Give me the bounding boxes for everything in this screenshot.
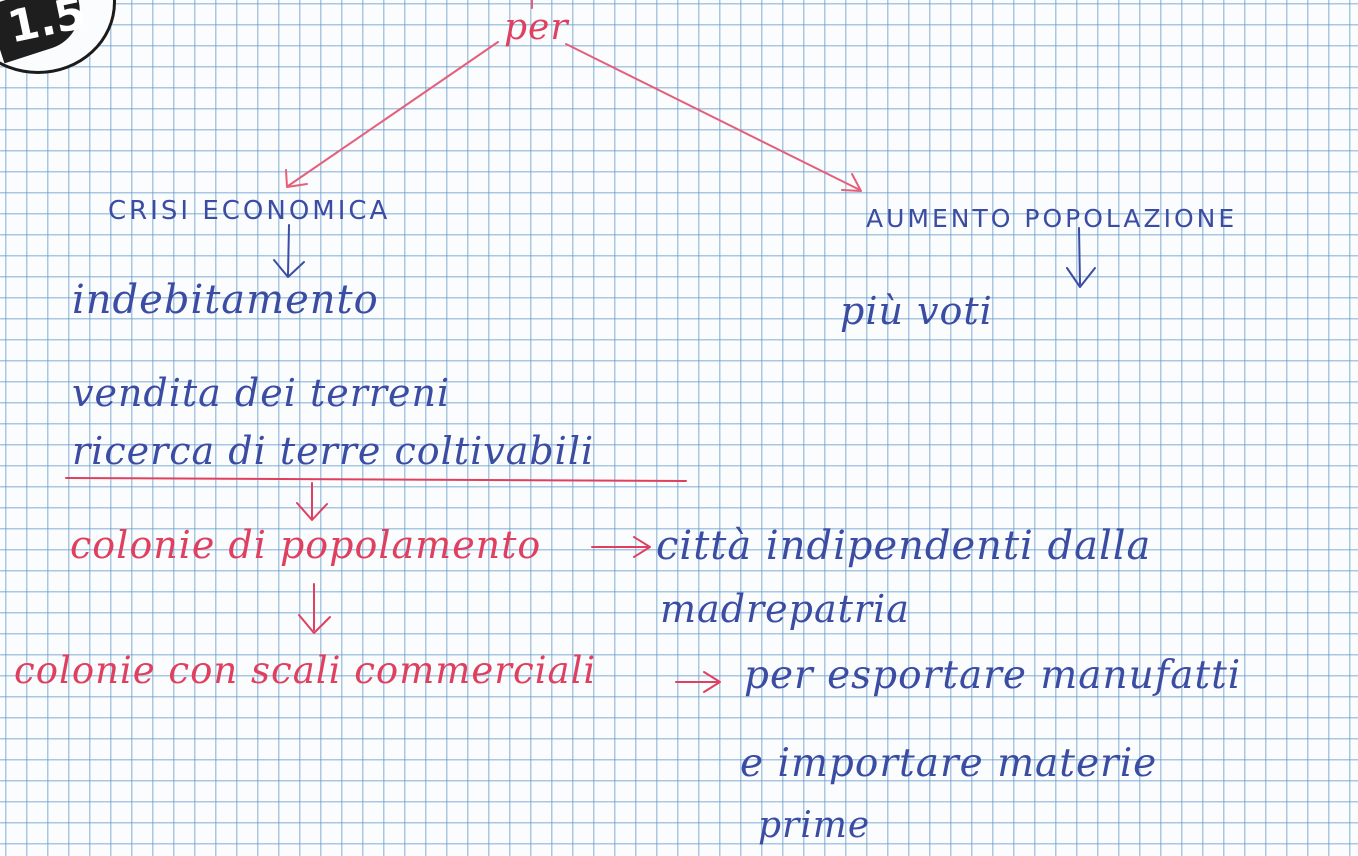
- colonie-popolamento: colonie di popolamento: [70, 523, 542, 567]
- right-branch-title: AUMENTO POPOLAZIONE: [866, 204, 1238, 233]
- arrow-icon: [1066, 267, 1096, 288]
- left-branch-title: CRISI ECONOMICA: [108, 196, 391, 226]
- row2-desc-line3: prime: [758, 805, 871, 846]
- arrow-icon: [287, 41, 499, 187]
- arrow-icon: [296, 502, 328, 521]
- row2-desc-line1: per esportare manufatti: [744, 653, 1242, 698]
- left-item-3: ricerca di terre coltivabili: [72, 429, 595, 473]
- root-label: per: [504, 7, 569, 48]
- row1-desc-line1: città indipendenti dalla: [656, 523, 1152, 569]
- row1-desc-line2: madrepatria: [660, 587, 910, 631]
- right-item-1: più voti: [840, 289, 993, 333]
- arrow-icon: [565, 43, 861, 191]
- row2-desc-line2: e importare materie: [740, 741, 1158, 786]
- arrow-icon: [285, 169, 308, 188]
- colonie-scali-commerciali: colonie con scali commerciali: [14, 649, 597, 692]
- arrow-icon: [633, 536, 651, 558]
- left-item-1: indebitamento: [72, 277, 379, 323]
- arrow-icon: [703, 671, 721, 693]
- arrow-icon: [273, 259, 305, 278]
- arrow-icon: [298, 614, 331, 634]
- arrow-icon: [1078, 227, 1081, 285]
- arrow-icon: [841, 173, 862, 192]
- left-item-2: vendita dei terreni: [72, 371, 451, 415]
- arrow-icon: [287, 224, 290, 276]
